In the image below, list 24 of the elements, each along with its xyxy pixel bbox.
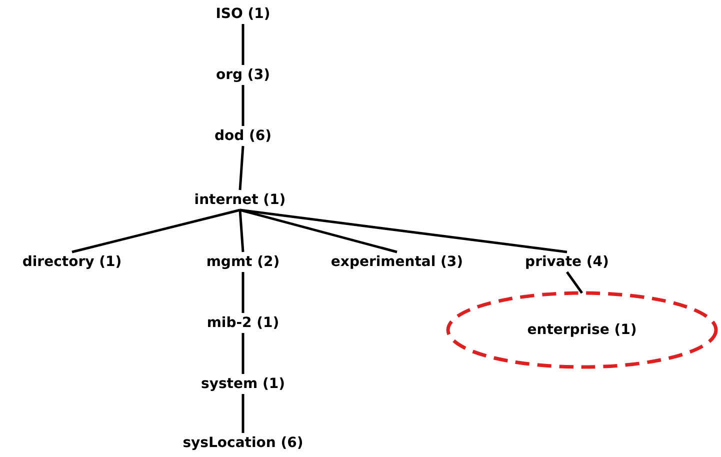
node-label: directory (1) <box>22 254 122 270</box>
node-label: ISO (1) <box>216 6 270 22</box>
tree-line <box>240 208 568 254</box>
tree-line <box>566 271 584 294</box>
node-label: enterprise (1) <box>527 322 637 338</box>
node-label: dod (6) <box>214 128 272 144</box>
tree-line <box>240 208 398 254</box>
tree-line <box>72 208 240 254</box>
node-label: internet (1) <box>194 192 286 208</box>
tree-line <box>242 394 244 433</box>
node-label: experimental (3) <box>330 254 464 270</box>
tree-line <box>242 333 244 374</box>
node-label: sysLocation (6) <box>182 435 304 451</box>
node-label: system (1) <box>201 376 285 392</box>
tree-line <box>242 272 244 313</box>
node-label: mgmt (2) <box>206 254 280 270</box>
node-label: private (4) <box>525 254 609 270</box>
tree-line <box>242 85 244 126</box>
tree-line <box>242 24 244 65</box>
highlight-ellipse <box>446 291 718 369</box>
node-label: mib-2 (1) <box>206 315 280 331</box>
tree-line <box>238 210 244 252</box>
tree-line <box>238 146 244 190</box>
node-label: org (3) <box>216 67 270 83</box>
